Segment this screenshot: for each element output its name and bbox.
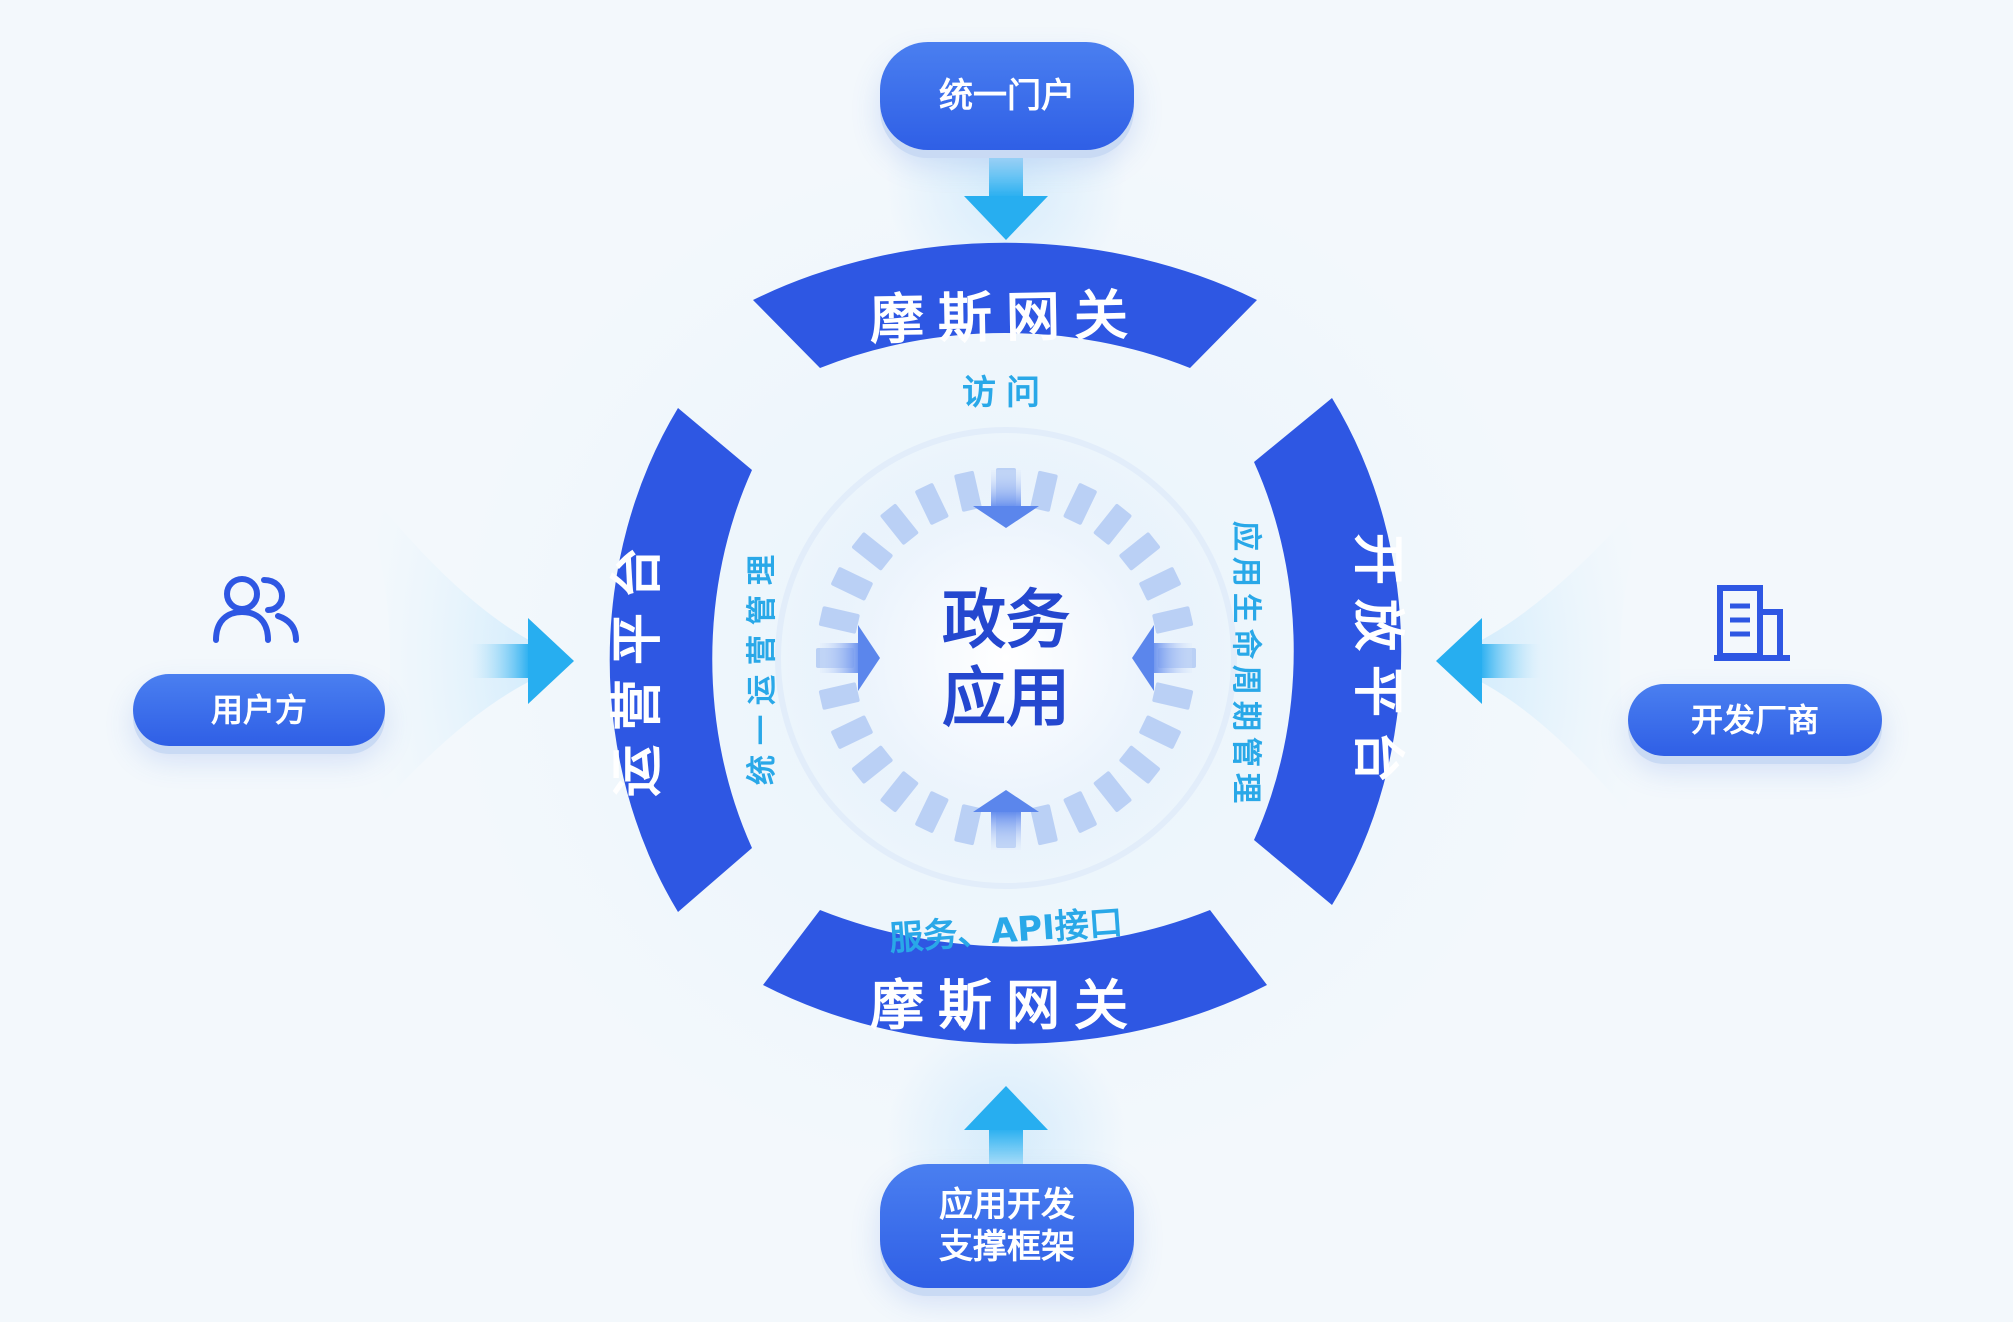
tick-mark — [915, 791, 949, 833]
inner-label-left: 统一运营管理 — [745, 545, 780, 785]
inner-arrow-right — [1132, 625, 1192, 691]
node-user-side[interactable]: 用户方 — [133, 674, 385, 746]
tick-mark — [818, 682, 860, 710]
tick-mark — [1063, 483, 1097, 525]
tick-mark — [1152, 606, 1194, 634]
node-dev-framework-line2: 支撑框架 — [939, 1227, 1075, 1267]
inner-arrow-left — [820, 625, 880, 691]
tick-mark — [954, 470, 982, 512]
tick-mark — [1119, 745, 1160, 784]
node-unified-portal[interactable]: 统一门户 — [880, 42, 1134, 150]
ring-segment-right — [1254, 398, 1402, 905]
arrow-from-top — [964, 150, 1048, 240]
node-developer-vendor[interactable]: 开发厂商 — [1628, 684, 1882, 756]
tick-mark — [852, 532, 893, 571]
ring-label-right: 开放平台 — [1347, 533, 1407, 797]
arrow-from-bottom — [964, 1086, 1048, 1170]
node-dev-framework[interactable]: 应用开发 支撑框架 — [880, 1164, 1134, 1288]
center-disc-edge — [775, 427, 1237, 889]
tick-mark — [852, 745, 893, 784]
ring — [609, 242, 1402, 1044]
center-disc — [776, 428, 1236, 888]
ring-label-left: 运营平台 — [608, 533, 668, 797]
tick-mark — [880, 504, 919, 545]
inner-arrow-top — [973, 470, 1039, 528]
ring-label-top: 摩斯网关 — [869, 284, 1142, 352]
tick-mark — [1030, 470, 1058, 512]
tick-mark — [1139, 715, 1181, 749]
node-unified-portal-label: 统一门户 — [939, 75, 1075, 116]
inner-arrow-bottom — [973, 790, 1039, 850]
tick-mark — [1152, 682, 1194, 710]
ring-segment-top — [753, 242, 1257, 368]
ring-label-bottom: 摩斯网关 — [870, 974, 1142, 1037]
tick-mark — [1093, 771, 1132, 812]
tick-mark — [1093, 504, 1132, 545]
node-user-side-label: 用户方 — [210, 691, 307, 729]
users-icon — [213, 576, 299, 643]
arrow-from-left — [470, 618, 574, 704]
building-icon — [1714, 585, 1790, 661]
tick-mark — [831, 715, 873, 749]
ring-segment-left — [609, 408, 752, 912]
inner-label-right: 应用生命周期管理 — [1228, 521, 1263, 809]
node-dev-framework-line1: 应用开发 — [939, 1184, 1075, 1225]
center-title-line1: 政务 — [942, 584, 1070, 658]
tick-mark — [880, 771, 919, 812]
left-fan — [360, 480, 560, 830]
right-fan — [1450, 490, 1650, 840]
center-title-line2: 应用 — [942, 662, 1070, 736]
tick-mark — [1119, 532, 1160, 571]
ring-segment-bottom — [763, 910, 1267, 1044]
tick-mark — [1139, 567, 1181, 601]
tick-mark — [831, 567, 873, 601]
node-developer-vendor-label: 开发厂商 — [1690, 701, 1819, 739]
tick-mark — [954, 804, 982, 846]
tick-mark — [818, 606, 860, 634]
tick-mark — [1063, 791, 1097, 833]
inner-label-top: 访问 — [962, 373, 1050, 413]
tick-mark — [915, 483, 949, 525]
tick-mark — [1030, 804, 1058, 846]
arrow-from-right — [1436, 618, 1540, 704]
